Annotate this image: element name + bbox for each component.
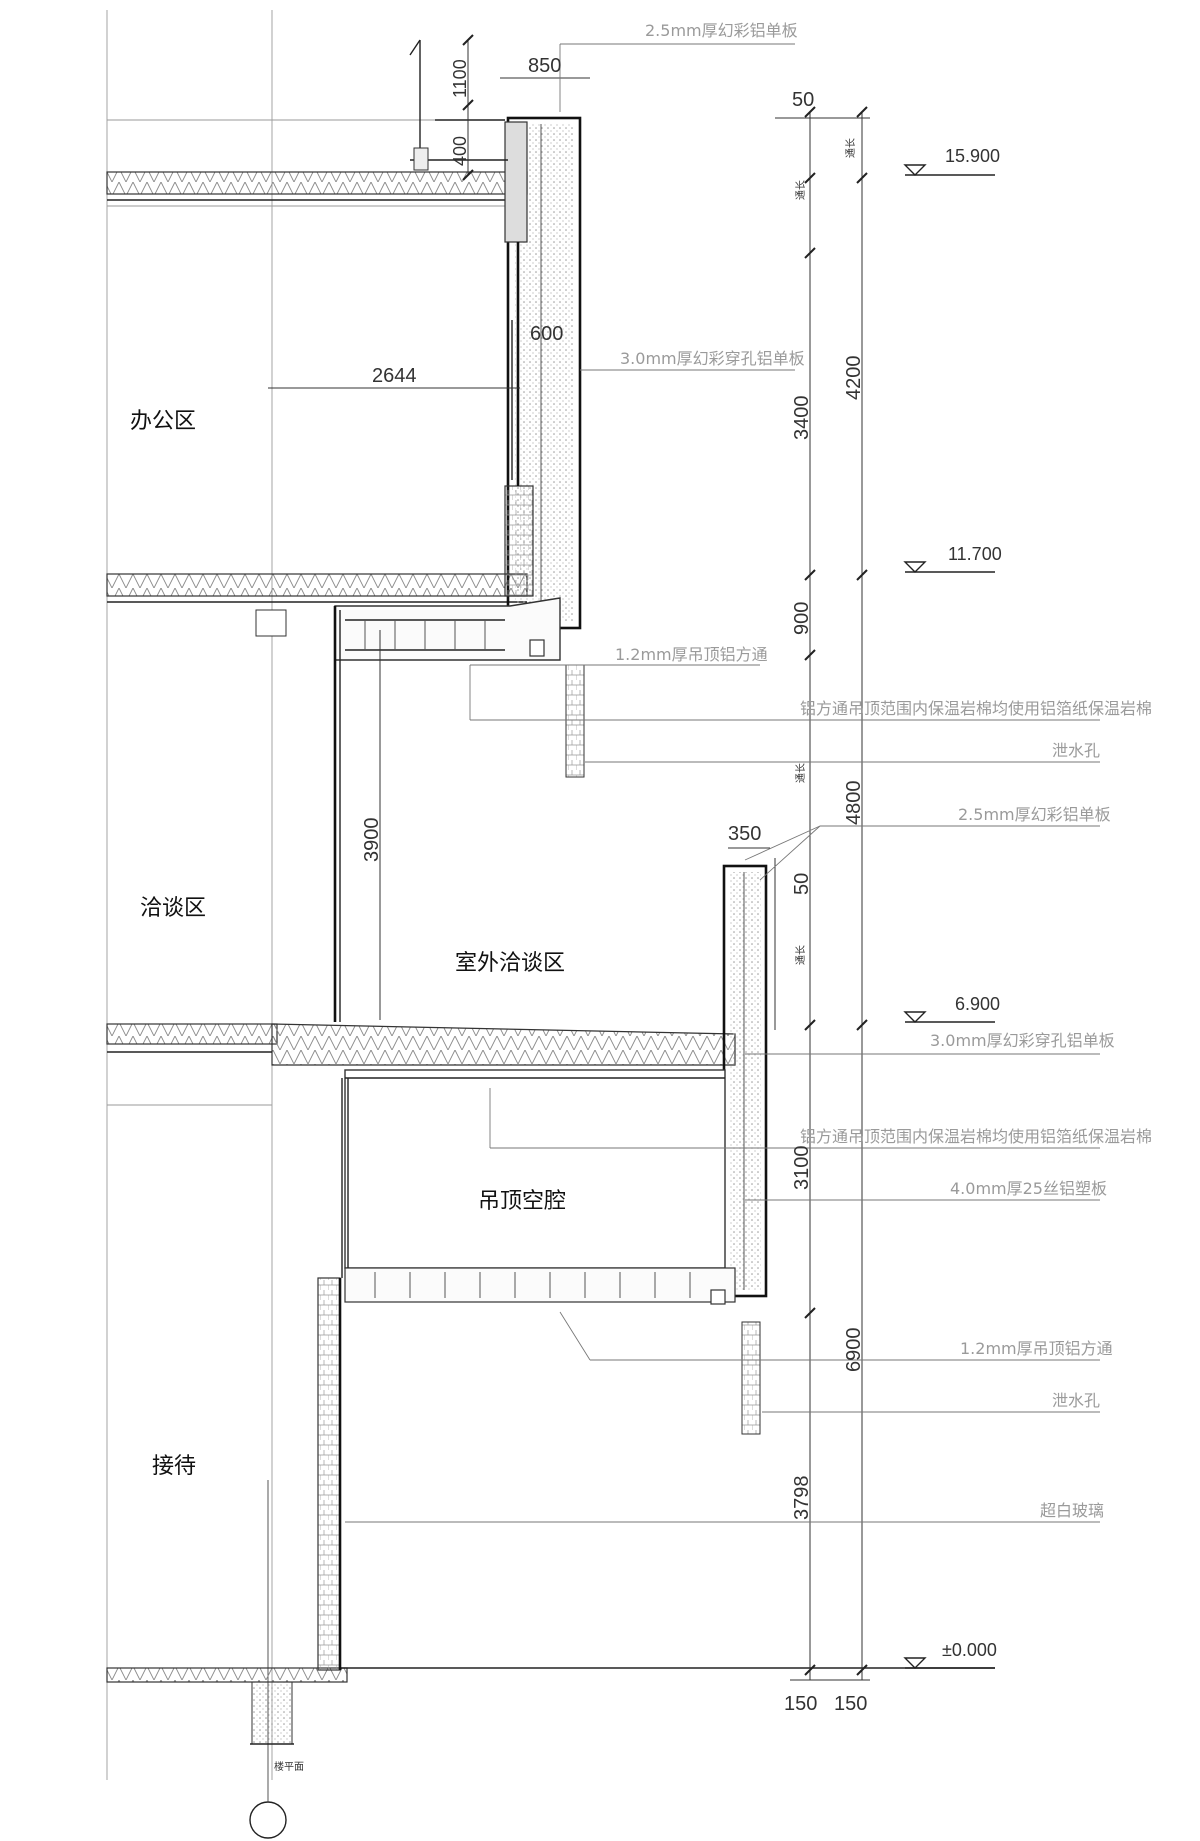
room-label-outdoor-meeting: 室外洽谈区 xyxy=(455,951,565,976)
note-perforated-panel-top: 3.0mm厚幻彩穿孔铝单板 xyxy=(620,349,805,368)
dim-3798: 3798 xyxy=(791,1476,813,1521)
dim-850: 850 xyxy=(528,55,561,77)
dim-900: 900 xyxy=(791,602,813,635)
elevation-11700: 11.700 xyxy=(948,544,1002,564)
axis-lines xyxy=(106,10,500,1839)
mid-canopy xyxy=(255,597,585,1022)
dim-continuous-4: 通长 xyxy=(795,945,807,965)
dim-4800: 4800 xyxy=(843,781,865,826)
axis-bubble xyxy=(249,1801,287,1839)
room-label-office: 办公区 xyxy=(130,409,196,434)
lower-facade xyxy=(317,864,768,1671)
room-label-ceiling-cavity: 吊顶空腔 xyxy=(478,1189,566,1214)
note-insulation-top: 铝方通吊顶范围内保温岩棉均使用铝箔纸保温岩棉 xyxy=(800,699,1152,718)
dim-continuous-3: 通长 xyxy=(795,763,807,783)
dim-350: 350 xyxy=(728,823,761,845)
dim-3400: 3400 xyxy=(791,396,813,441)
room-label-meeting: 洽谈区 xyxy=(140,896,206,921)
note-insulation-mid: 铝方通吊顶范围内保温岩棉均使用铝箔纸保温岩棉 xyxy=(800,1127,1152,1146)
dim-4200: 4200 xyxy=(843,356,865,401)
upper-facade xyxy=(409,39,582,630)
elevation-markers xyxy=(903,164,995,1669)
dimension-lines xyxy=(268,34,870,1681)
leader-lines xyxy=(345,43,1100,1523)
dim-continuous-2: 通长 xyxy=(795,180,807,200)
note-drain-bottom: 泄水孔 xyxy=(1052,1391,1100,1410)
room-label-reception: 接待 xyxy=(152,1454,196,1479)
dim-150-b: 150 xyxy=(834,1693,867,1715)
dim-1100: 1100 xyxy=(450,59,470,98)
dim-3100: 3100 xyxy=(791,1146,813,1191)
dim-continuous-1: 通长 xyxy=(845,138,857,158)
elevation-15900: 15.900 xyxy=(945,146,1000,166)
note-aluminium-composite: 4.0mm厚25丝铝塑板 xyxy=(950,1179,1107,1198)
dim-50-top: 50 xyxy=(792,89,814,111)
floor-slabs xyxy=(106,171,995,1745)
dim-50-mid: 50 xyxy=(791,873,813,895)
elevation-0000: ±0.000 xyxy=(942,1640,997,1660)
note-aluminium-panel-top: 2.5mm厚幻彩铝单板 xyxy=(645,21,798,40)
dim-150-a: 150 xyxy=(784,1693,817,1715)
note-clear-glass: 超白玻璃 xyxy=(1040,1501,1104,1520)
note-ceiling-tube-bottom: 1.2mm厚吊顶铝方通 xyxy=(960,1339,1113,1358)
dim-600: 600 xyxy=(530,323,563,345)
floor-plan-label: 楼平面 xyxy=(274,1760,304,1773)
dim-6900: 6900 xyxy=(843,1328,865,1373)
elevation-6900: 6.900 xyxy=(955,994,1000,1014)
note-aluminium-panel-mid: 2.5mm厚幻彩铝单板 xyxy=(958,805,1111,824)
dim-2644: 2644 xyxy=(372,365,417,387)
dim-400: 400 xyxy=(450,136,470,166)
dim-3900: 3900 xyxy=(361,818,383,863)
note-perforated-panel-mid: 3.0mm厚幻彩穿孔铝单板 xyxy=(930,1031,1115,1050)
note-ceiling-tube-top: 1.2mm厚吊顶铝方通 xyxy=(615,645,768,664)
note-drain-top: 泄水孔 xyxy=(1052,741,1100,760)
